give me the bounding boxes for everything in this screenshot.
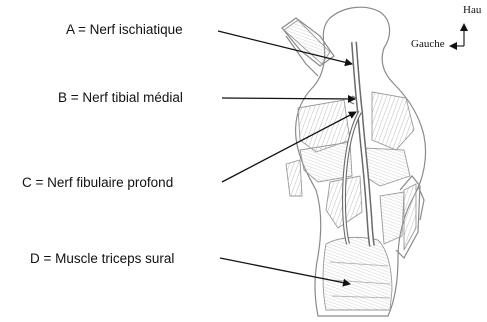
label-c: C = Nerf fibulaire profond xyxy=(22,175,173,191)
label-a: A = Nerf ischiatique xyxy=(66,22,183,38)
orientation-compass xyxy=(450,24,464,46)
label-d: D = Muscle triceps sural xyxy=(30,251,174,267)
orientation-left-label: Gauche xyxy=(411,38,445,50)
arrow-a xyxy=(218,31,352,64)
label-b: B = Nerf tibial médial xyxy=(58,90,183,106)
arrow-b xyxy=(222,98,355,99)
orientation-top-label: Hau xyxy=(463,4,481,16)
